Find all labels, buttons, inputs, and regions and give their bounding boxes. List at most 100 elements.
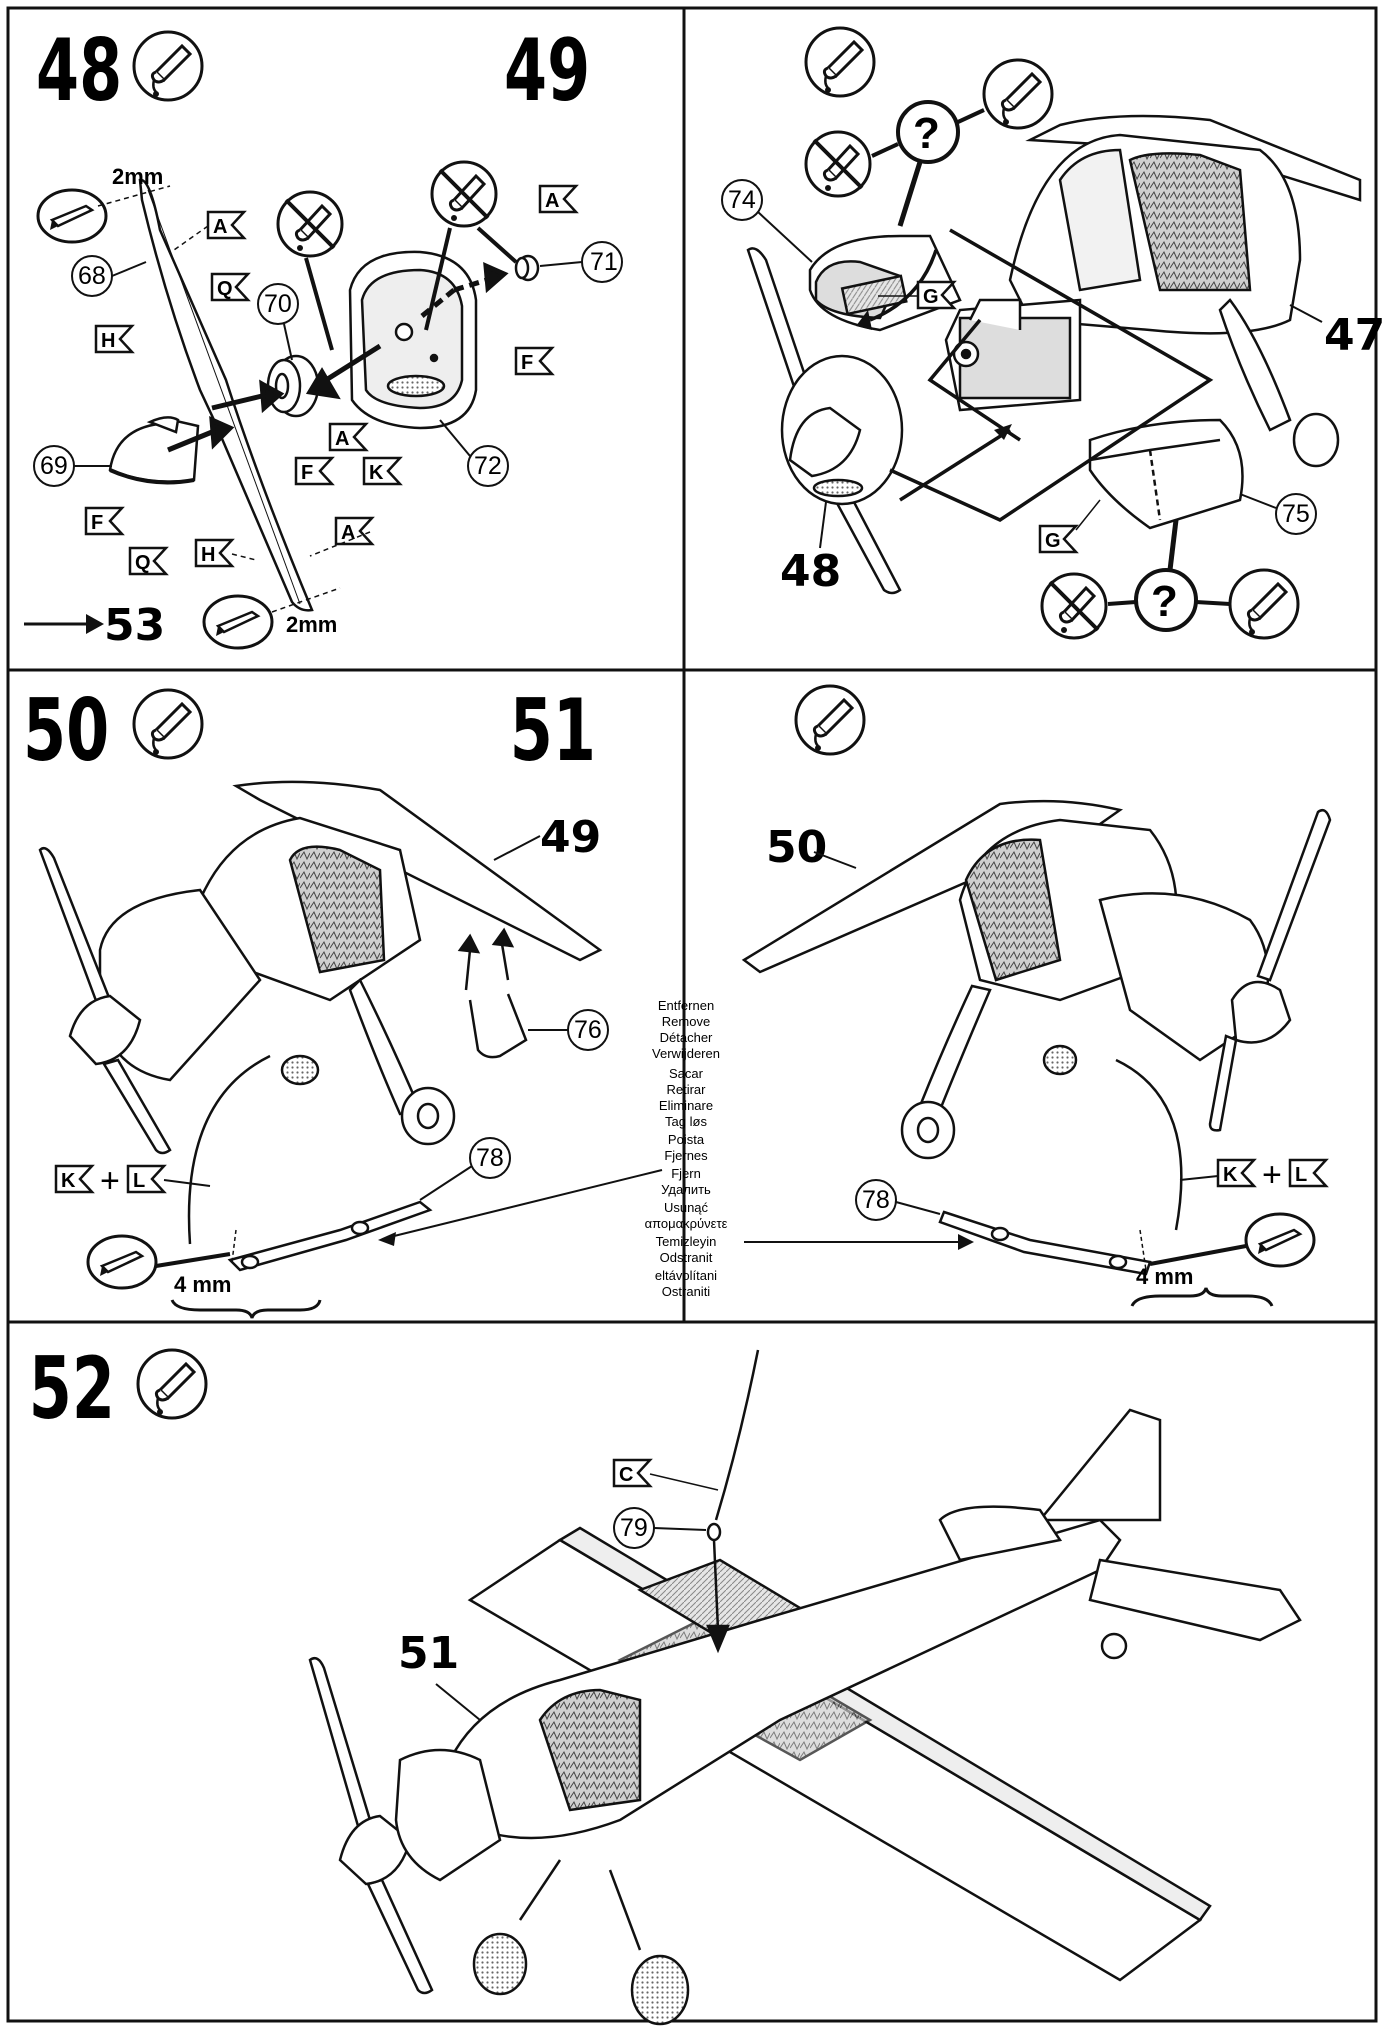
- part-number: 75: [1282, 500, 1310, 528]
- dimension-brace: [170, 1299, 322, 1319]
- propeller: [38, 847, 172, 1155]
- remove-word: Fjern: [671, 1166, 701, 1181]
- propeller: [746, 247, 904, 595]
- tag-letter: F: [301, 462, 313, 484]
- assembly-arrows: [167, 261, 509, 453]
- cowling-lower: [1088, 418, 1244, 530]
- remove-word: Verwijderen: [652, 1046, 720, 1061]
- glue-icon: [1228, 568, 1300, 640]
- tag-letter: A: [341, 522, 355, 544]
- tag-letter: L: [1295, 1164, 1307, 1186]
- dimension-brace: [1130, 1287, 1274, 1307]
- remove-word: Poista: [668, 1132, 705, 1147]
- step-50: 50 76 49: [23, 680, 663, 1319]
- remove-word: Ostraniti: [662, 1284, 711, 1299]
- part-number: 71: [590, 248, 618, 276]
- glue-icon: [982, 58, 1054, 130]
- tag-letter: F: [521, 352, 533, 374]
- knife-icon: [1244, 1212, 1316, 1268]
- fuselage: [448, 1408, 1302, 1840]
- bolt: [514, 254, 540, 282]
- spinner: [108, 416, 200, 485]
- part-number: 69: [40, 452, 68, 480]
- hub: [266, 354, 320, 418]
- remove-word: Fjernes: [664, 1148, 708, 1163]
- glue-icon: [794, 684, 866, 756]
- remove-word: Retirar: [666, 1082, 706, 1097]
- no-glue-icon: [1040, 572, 1108, 640]
- assembly-arrows: [869, 228, 1214, 522]
- tag-letter: K: [369, 462, 384, 484]
- tag-letter: L: [133, 1170, 145, 1192]
- glue-icon: [136, 1348, 208, 1420]
- dimension-label: 4 mm: [174, 1272, 231, 1297]
- step-52: 52 5: [29, 1338, 1302, 2026]
- glue-icon: [132, 30, 204, 102]
- remove-word-list: Entfernen Remove Détacher Verwijderen Sa…: [645, 998, 728, 1299]
- dimension-label: 2mm: [112, 164, 163, 189]
- landing-gear: [472, 1632, 1128, 2026]
- strut-part: [457, 927, 528, 1059]
- part-number: 78: [862, 1186, 890, 1214]
- fuselage: [1008, 114, 1362, 468]
- tag-letter: Q: [135, 552, 151, 574]
- knife-icon: [202, 594, 274, 650]
- remove-word: Remove: [662, 1014, 710, 1029]
- part-number: 72: [474, 452, 502, 480]
- step-number: 50: [23, 680, 109, 781]
- question-mark: ?: [1151, 577, 1178, 626]
- step-number: 51: [510, 680, 596, 781]
- part-number: 78: [476, 1144, 504, 1172]
- tag-letter: A: [545, 190, 559, 212]
- part-callouts: [33, 241, 623, 487]
- knife-icon: [86, 1234, 158, 1290]
- engine: [944, 298, 1082, 412]
- antenna-part: [706, 1349, 760, 1654]
- goto-step: 53: [104, 600, 165, 651]
- tag-letter: Q: [217, 278, 233, 300]
- reference-step: 50: [766, 822, 827, 873]
- reference-step: 47: [1324, 310, 1384, 361]
- step-49: 49 47: [504, 20, 1384, 640]
- remove-word: Usunąć: [664, 1200, 709, 1215]
- step-number: 48: [36, 20, 122, 121]
- tag-letter: H: [201, 544, 215, 566]
- knife-icon: [36, 188, 108, 244]
- dimension-label: 2mm: [286, 612, 337, 637]
- arrow-icon: [86, 614, 104, 634]
- tag-letter: A: [213, 216, 227, 238]
- remove-word: Eliminare: [659, 1098, 713, 1113]
- part-number: 79: [620, 1514, 648, 1542]
- part-number: 68: [78, 262, 106, 290]
- tag-letter: G: [923, 286, 939, 308]
- remove-word: eltávolítani: [655, 1268, 717, 1283]
- dimension-label: 4 mm: [1136, 1264, 1193, 1289]
- tag-letter: H: [101, 330, 115, 352]
- tag-letter: A: [335, 428, 349, 450]
- glue-icon: [132, 688, 204, 760]
- panel-frame: [6, 6, 1378, 2023]
- step-51: 51 50 78 K + L: [510, 680, 1332, 1307]
- propeller: [1208, 809, 1332, 1132]
- sprue-part: [938, 1210, 1152, 1276]
- no-glue-icon: [430, 160, 498, 228]
- remove-word: Entfernen: [658, 998, 714, 1013]
- part-number: 76: [574, 1016, 602, 1044]
- engine-face: [348, 250, 478, 430]
- no-glue-icon: [804, 130, 872, 198]
- glue-icon: [804, 26, 876, 98]
- reference-step: 48: [780, 546, 841, 597]
- tag-letter: C: [619, 1464, 633, 1486]
- tag-letter: K: [1223, 1164, 1238, 1186]
- aircraft-front-right: [741, 799, 1270, 1160]
- remove-word: Odstranit: [660, 1250, 713, 1265]
- part-number: 74: [728, 186, 756, 214]
- sprue-part: [227, 1200, 433, 1272]
- no-glue-icon: [276, 190, 344, 258]
- reference-step: 49: [540, 812, 601, 863]
- remove-word: Удалить: [661, 1182, 711, 1197]
- reference-step: 51: [398, 1628, 459, 1679]
- propeller-blade: [138, 178, 314, 612]
- remove-word: Tag løs: [665, 1114, 707, 1129]
- aircraft-front-left: [98, 780, 603, 1146]
